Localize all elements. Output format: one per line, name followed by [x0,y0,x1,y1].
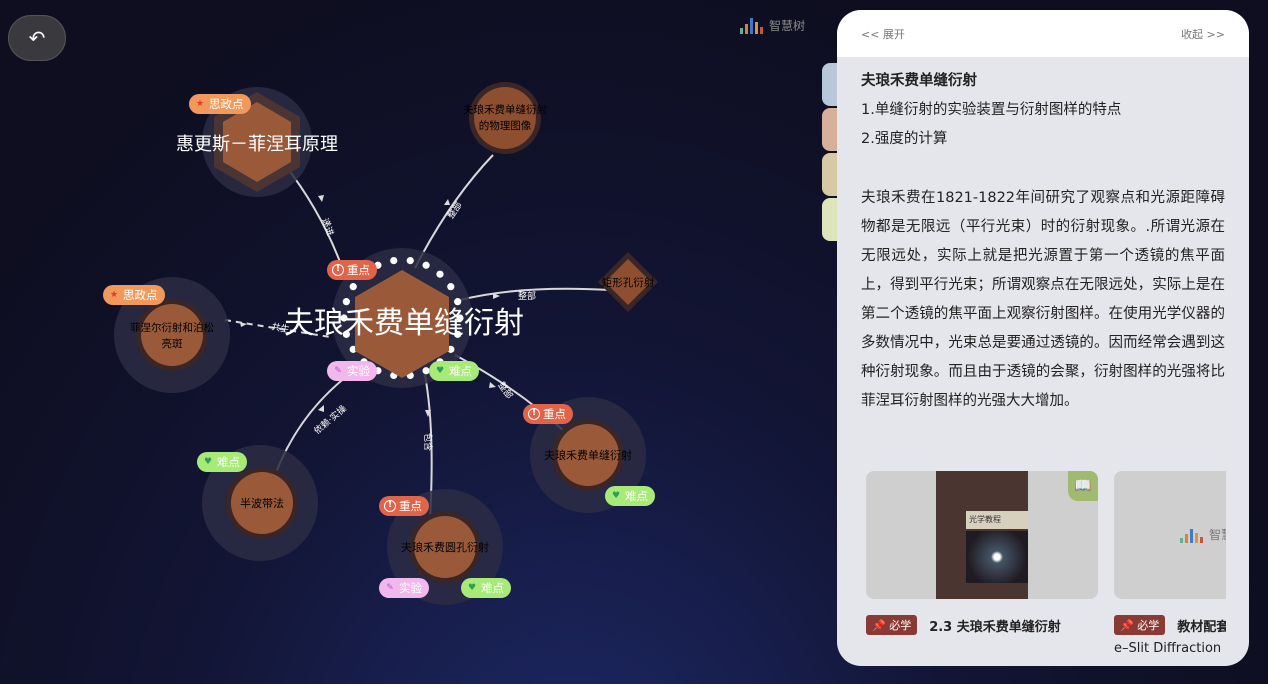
edge-fresnel [224,319,331,338]
node-center-label: 夫琅禾费单缝衍射 [284,306,524,341]
logo: 智慧树 [740,16,805,34]
ring-dot [342,330,350,338]
ring-dot [340,314,348,322]
node-rect-label: 矩形孔衍射 [602,276,655,289]
badge-difficult: ♥难点 [197,452,247,472]
expand-button[interactable]: << 展开 [861,27,905,41]
required-tag: 📌 必学 [1114,615,1166,635]
node-huygens[interactable] [223,102,291,182]
node-fresnel-label: 菲涅尔衍射和泊松 [130,321,214,334]
edge-label: 共生 [271,321,291,336]
node-halfwave-label: 半波带法 [240,496,284,510]
card-title: 教材配套- [1177,619,1226,635]
node-rect[interactable] [605,259,651,305]
ring-dot [454,330,462,338]
alert-icon: ! [528,408,540,420]
node-huygens-label: 惠更斯－菲涅耳原理 [176,134,338,155]
card-thumbnail: 智慧树 [1114,471,1226,599]
badge-experiment: ✎实验 [379,578,429,598]
book-icon: 📖 [1068,471,1098,501]
edge-label: 整部 [518,290,536,302]
star-icon: ★ [195,99,205,109]
alert-icon: ! [332,264,344,276]
card-thumbnail: 光学教程 📖 [866,471,1098,599]
logo: 智慧树 [1180,525,1226,543]
flask-icon: ✎ [334,366,342,376]
ring-dot [447,283,455,291]
node-circle[interactable] [414,516,476,578]
ring-dot [422,367,430,375]
badge-experiment: ✎实验 [327,361,377,381]
card-title: 2.3 夫琅禾费单缝衍射 [929,619,1061,635]
badge-difficult: ♥难点 [429,361,479,381]
book-cover: 光学教程 [936,471,1028,599]
node-physics[interactable] [474,87,536,149]
required-tag: 📌 必学 [866,615,918,635]
ring-dot [349,283,357,291]
badge-difficult: ♥难点 [461,578,511,598]
ring-dot [436,270,444,278]
node-physics-label: 的物理图像 [479,119,532,132]
bulb-icon: ♥ [203,457,213,467]
badge-key: !重点 [379,496,429,516]
ring-dot [454,298,462,306]
point-item: 1.单缝衍射的实验装置与衍射图样的特点 [861,102,1122,118]
badge-sizheng: ★思政点 [189,94,251,114]
back-button[interactable]: ↶ [8,15,66,61]
ring-dot [422,261,430,269]
card-subtitle: e–Slit Diffraction [1114,641,1222,656]
undo-icon: ↶ [28,26,46,50]
knowledge-graph: 递进 整部 整部 共生 依赖·实操 包含 整部 惠更斯－菲涅耳原理 夫琅禾费单缝… [114,82,658,605]
ring-dot [342,298,350,306]
detail-panel: << 展开 收起 >> 夫琅禾费单缝衍射 1.单缝衍射的实验装置与衍射图样的特点… [837,10,1249,666]
bulb-icon: ♥ [435,366,445,376]
node-physics-label: 夫琅禾费单缝衍射 [463,103,547,116]
bulb-icon: ♥ [611,491,621,501]
description: 夫琅禾费在1821-1822年间研究了观察点和光源距障碍物都是无限远（平行光束）… [861,190,1225,409]
node-slit-label: 夫琅禾费单缝衍射 [544,448,632,462]
node-slit[interactable] [557,424,619,486]
ring-dot [456,314,464,322]
edge-label: 递进 [319,216,336,237]
edge-rect [459,287,611,301]
node-fresnel-label: 亮斑 [162,337,183,350]
badge-key: !重点 [327,260,377,280]
bulb-icon: ♥ [467,583,477,593]
panel-title: 夫琅禾费单缝衍射 [861,73,977,89]
star-icon: ★ [109,290,119,300]
node-fresnel[interactable] [141,304,203,366]
resource-card[interactable]: 光学教程 📖 📌 必学 2.3 夫琅禾费单缝衍射 [866,471,1098,635]
edge-label: 依赖·实操 [311,403,348,437]
node-center[interactable] [355,270,449,378]
alert-icon: ! [384,500,396,512]
badge-key: !重点 [523,404,573,424]
ring-dot [390,256,398,265]
node-circle-label: 夫琅禾费圆孔衍射 [401,540,489,554]
badge-sizheng: ★思政点 [103,285,165,305]
edge-label: 包含 [422,433,434,451]
point-item: 2.强度的计算 [861,131,948,147]
badge-difficult: ♥难点 [605,486,655,506]
ring-dot [406,256,414,265]
node-halfwave[interactable] [231,472,293,534]
flask-icon: ✎ [386,583,394,593]
collapse-button[interactable]: 收起 >> [1181,27,1225,41]
